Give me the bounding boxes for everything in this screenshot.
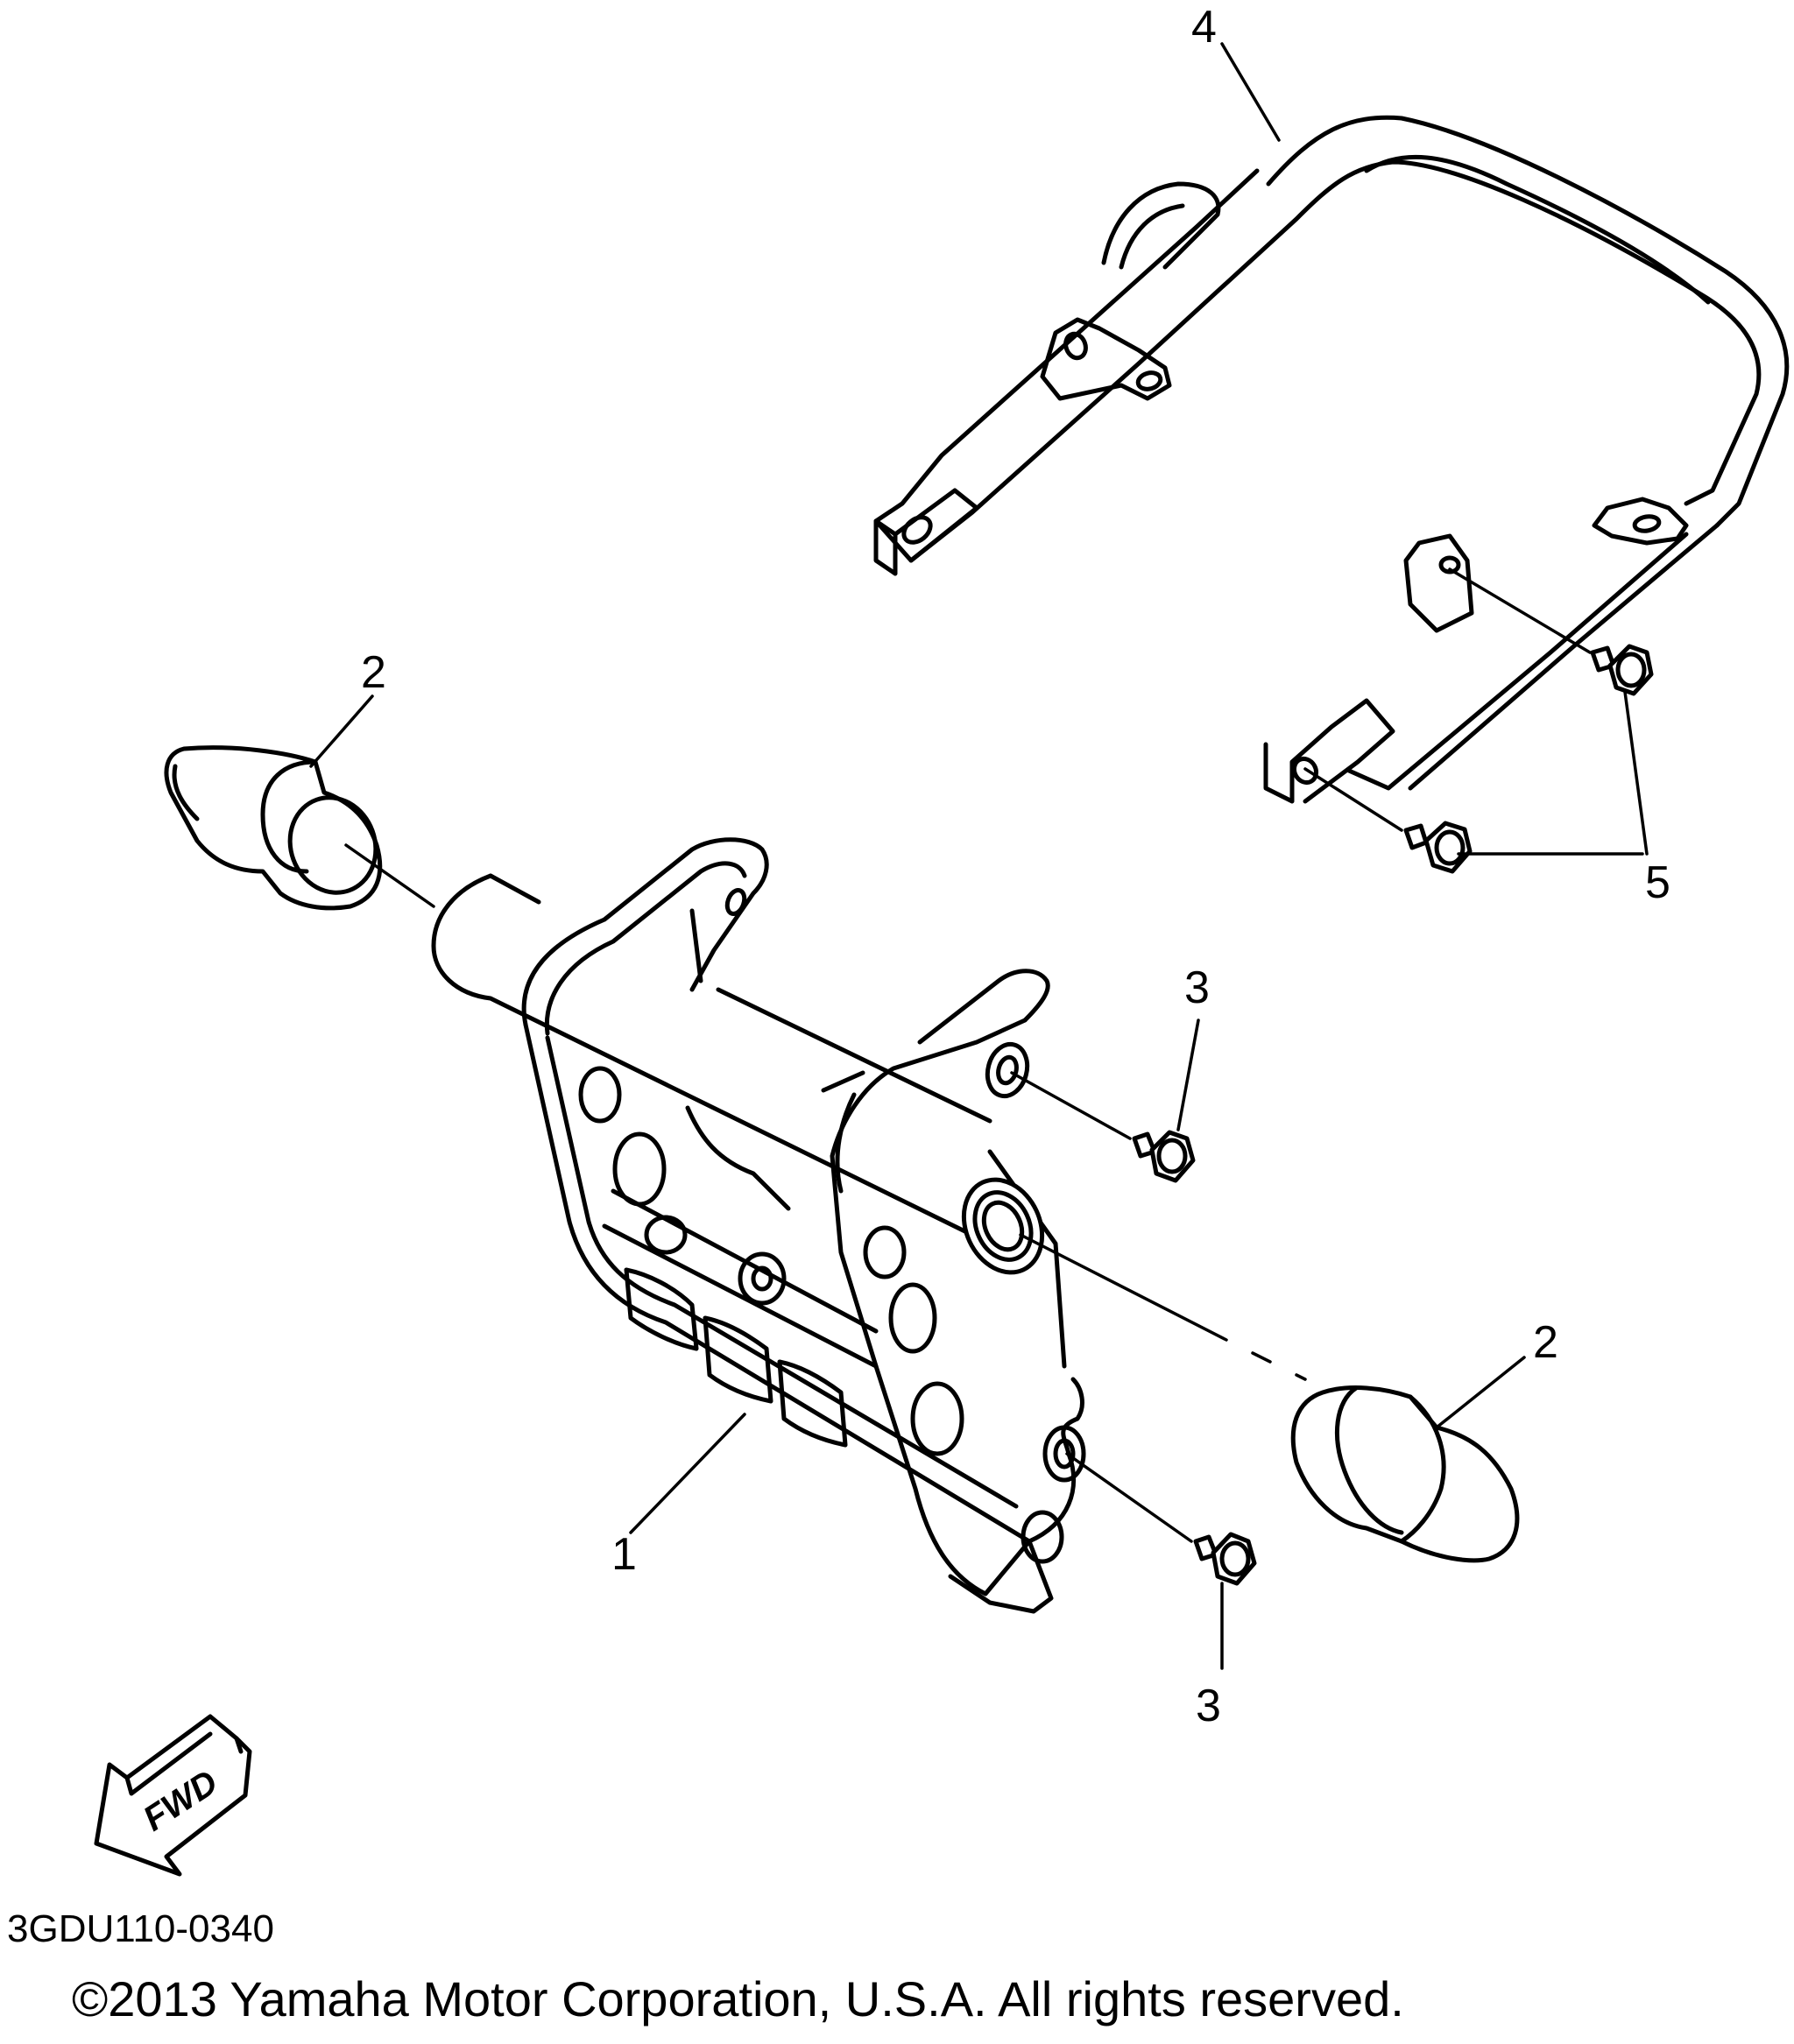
assembly-axis-lines bbox=[344, 843, 1307, 1543]
bolt-part-3-upper bbox=[1132, 1130, 1196, 1183]
callout-part-3-lower: 3 bbox=[1196, 1681, 1221, 1731]
copyright-notice: ©2013 Yamaha Motor Corporation, U.S.A. A… bbox=[72, 1971, 1404, 2026]
end-cap-part-2-left bbox=[164, 745, 383, 911]
callout-part-2-right: 2 bbox=[1533, 1317, 1558, 1368]
bolt-axis-lines-part-5 bbox=[1303, 567, 1592, 832]
fwd-direction-arrow: FWD bbox=[94, 1714, 252, 1877]
leader-lines bbox=[309, 42, 1649, 1670]
callout-part-4: 4 bbox=[1191, 2, 1217, 53]
grab-bar-part-4 bbox=[873, 115, 1790, 804]
callout-part-3-upper: 3 bbox=[1184, 962, 1210, 1013]
bolt-part-5-lower bbox=[1403, 821, 1473, 874]
callout-part-1: 1 bbox=[611, 1529, 637, 1580]
end-cap-part-2-right bbox=[1290, 1385, 1520, 1563]
bolt-part-5-upper bbox=[1590, 644, 1654, 696]
callout-part-2-left: 2 bbox=[361, 647, 386, 698]
guard-plate-part-1 bbox=[431, 837, 1086, 1614]
drawing-code: 3GDU110-0340 bbox=[7, 1907, 274, 1950]
callout-part-5: 5 bbox=[1645, 857, 1670, 908]
bolt-part-3-lower bbox=[1193, 1532, 1257, 1586]
